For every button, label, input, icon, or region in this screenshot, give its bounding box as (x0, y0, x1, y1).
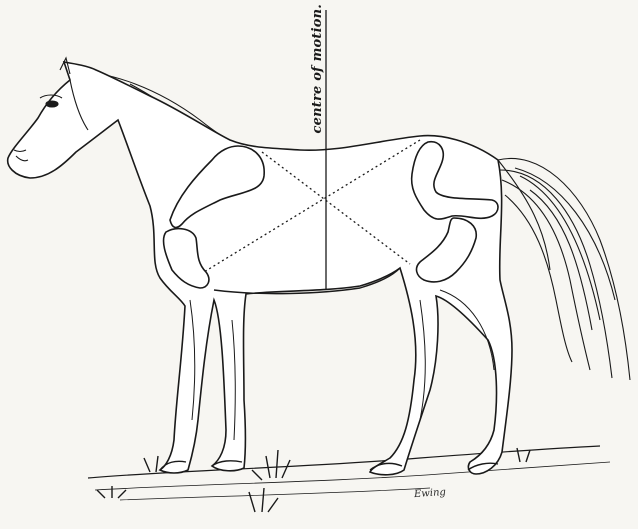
centre-of-motion-label: centre of motion. (310, 4, 325, 134)
ground (88, 446, 610, 512)
tail (498, 158, 630, 380)
engraver-signature: Ewing (414, 487, 447, 500)
